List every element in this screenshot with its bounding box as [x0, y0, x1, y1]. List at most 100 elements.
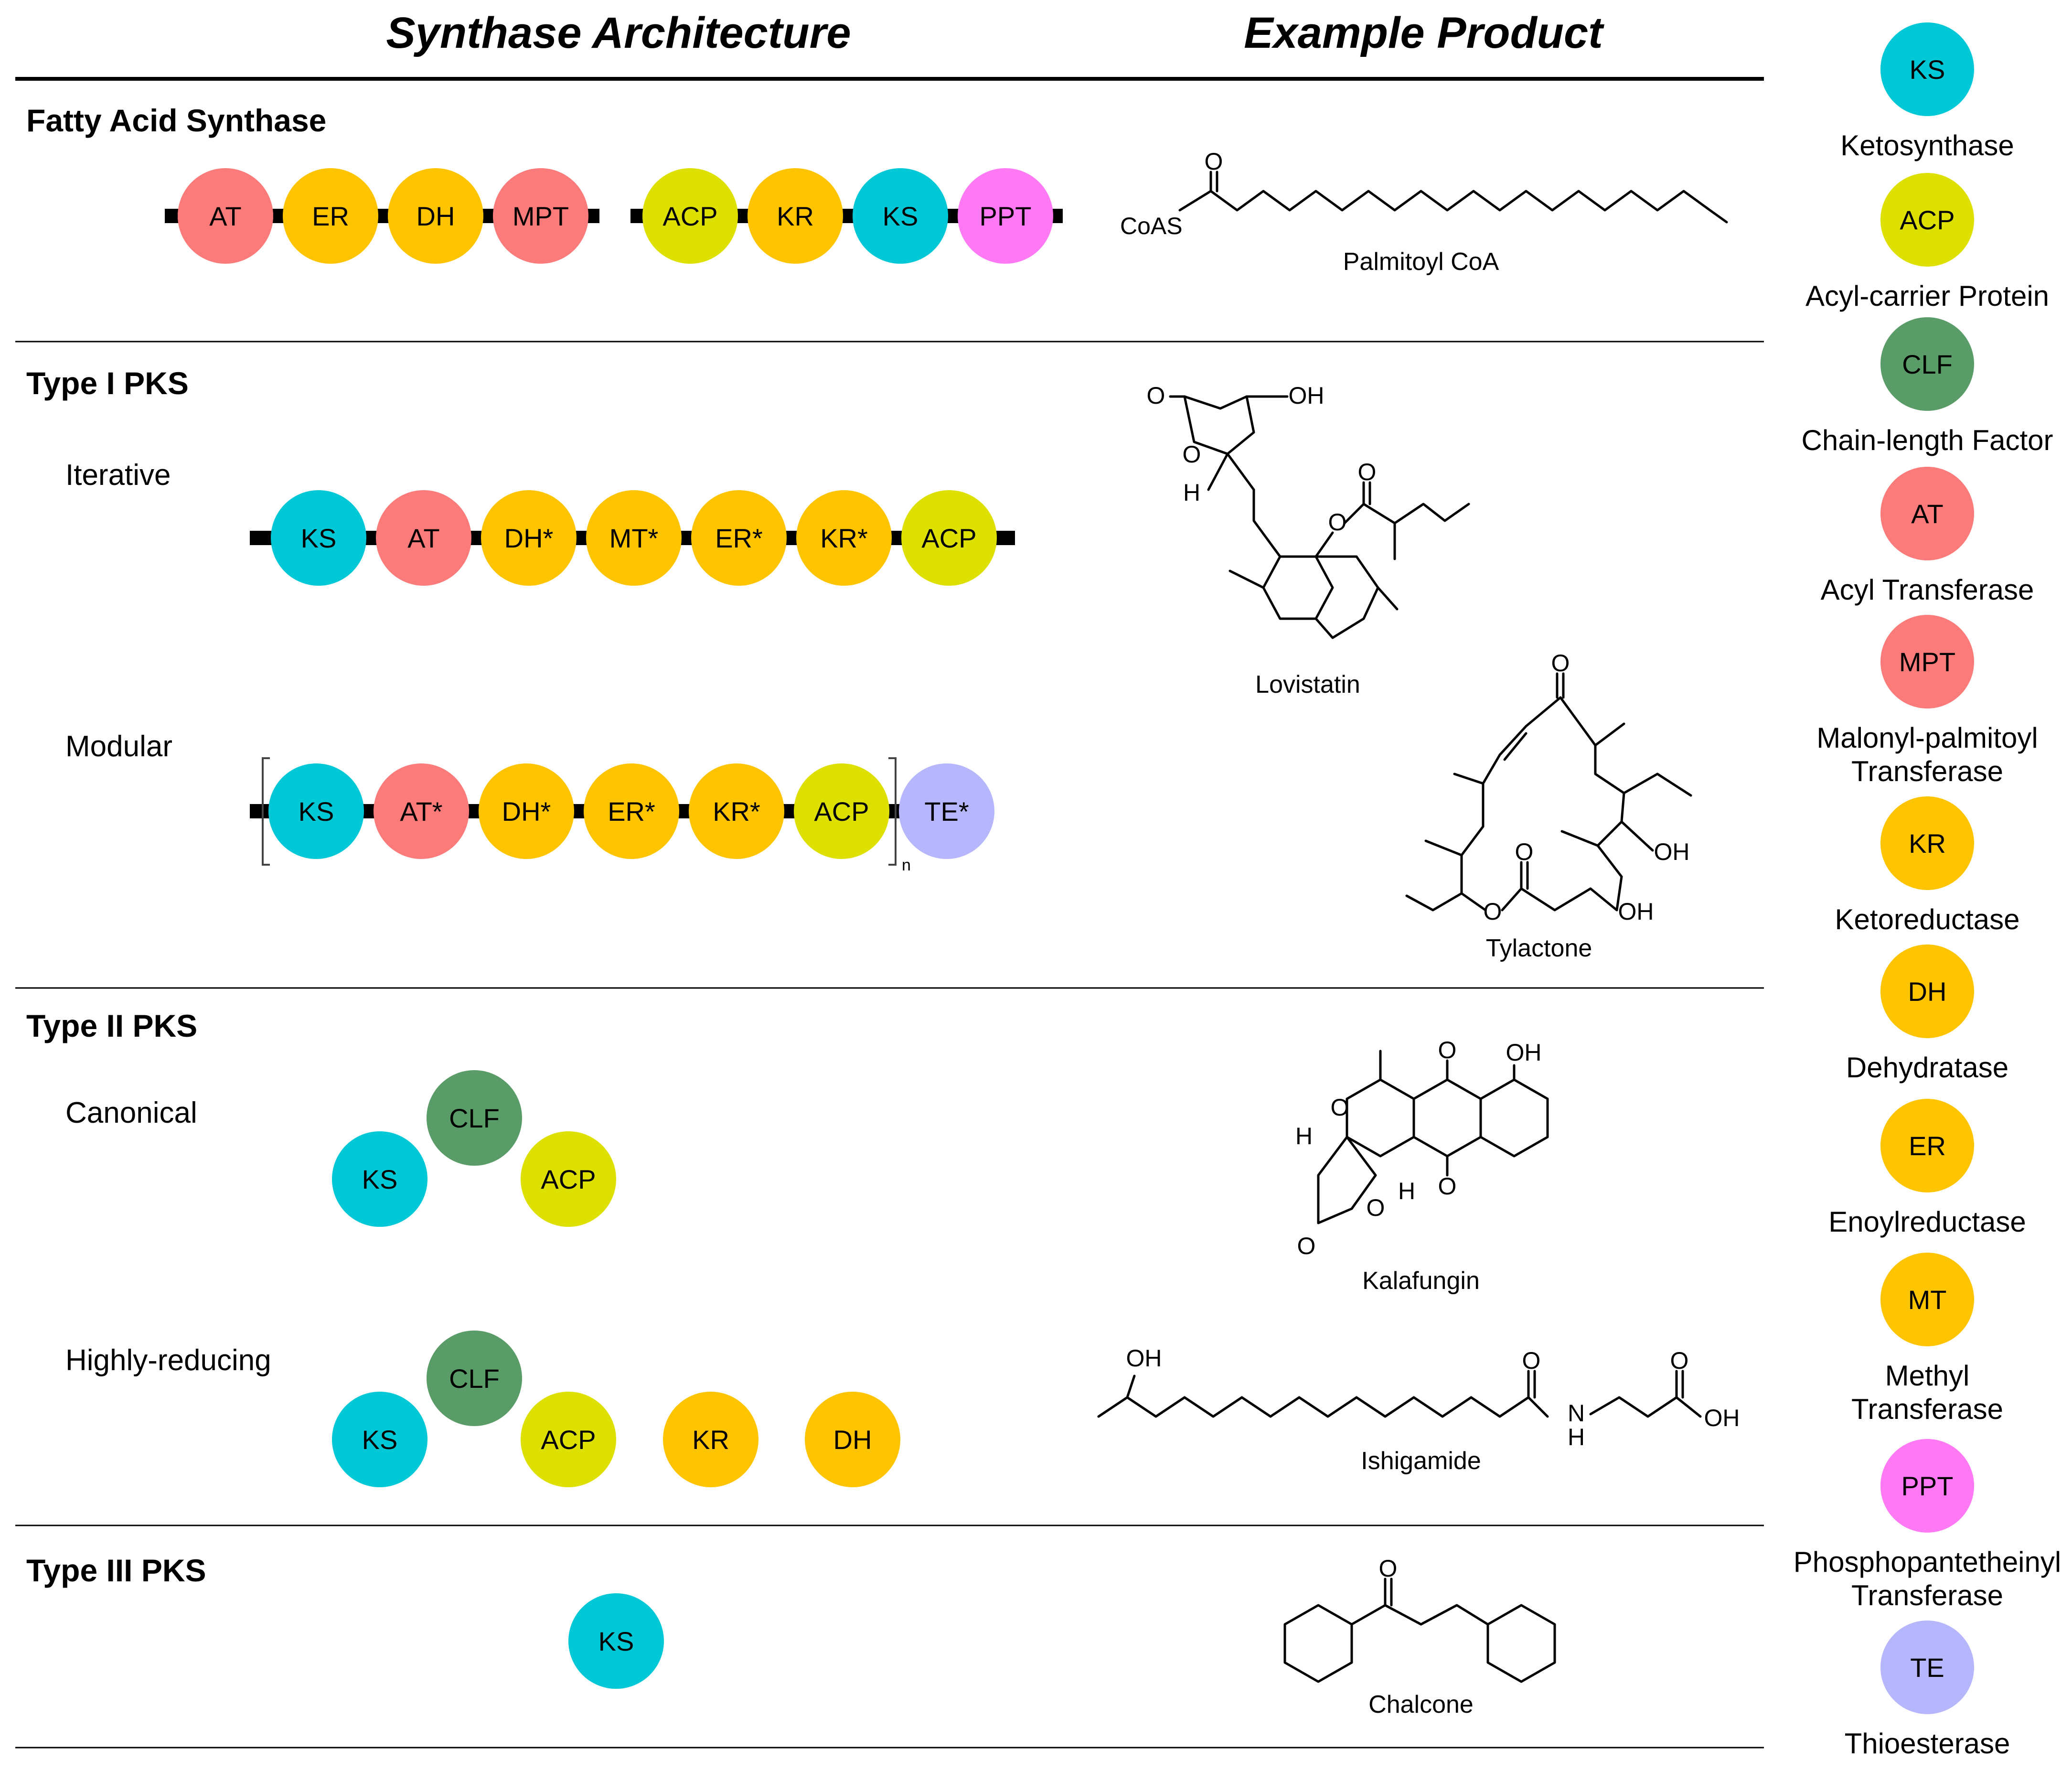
domain-circle [1880, 615, 1974, 708]
domain-circle [521, 1392, 616, 1487]
domain-kr-star: KR* [796, 490, 892, 586]
atom-oh: OH [1618, 898, 1654, 925]
product-kalafungin: Kalafungin [1362, 1267, 1480, 1295]
domain-circle [271, 490, 366, 586]
atom-o: O [1205, 148, 1223, 175]
domain-circle [1880, 1621, 1974, 1714]
domain-label: KR [692, 1425, 729, 1455]
atom-o: O [1522, 1347, 1541, 1374]
domain-acp: ACP [521, 1131, 616, 1227]
domain-mpt: MPT [493, 168, 588, 264]
atom-o: O [1328, 509, 1347, 536]
atom-o: O [1183, 441, 1201, 468]
domain-label: ACP [541, 1164, 596, 1194]
domain-label: KS [1910, 54, 1945, 85]
legend-name-mt: Transferase [1851, 1393, 2003, 1425]
domain-circle [901, 490, 997, 586]
atom-o: O [1147, 382, 1165, 409]
title-type2: Type II PKS [26, 1008, 197, 1043]
legend-name-dh: Dehydratase [1846, 1052, 2008, 1084]
atom-h: H [1183, 479, 1200, 506]
domain-circle [899, 763, 994, 859]
domain-label: ER* [608, 796, 655, 826]
structure-tylactone: O O O OH OH [1405, 650, 1692, 925]
legend-name-ppt: Phosphopantetheinyl [1794, 1546, 2061, 1578]
domain-ks: KS [271, 490, 366, 586]
structure-chalcone: O [1283, 1555, 1556, 1683]
legend-name-clf: Chain-length Factor [1802, 424, 2053, 456]
modular-bracket-left [262, 757, 270, 866]
domain-er: ER [283, 168, 378, 264]
domain-mt: MT [1880, 1253, 1974, 1346]
domain-dh: DH [388, 168, 483, 264]
structure-kalafungin: O O OH O H H O O [1295, 1037, 1549, 1259]
domain-label: KR* [713, 796, 760, 826]
legend-name-te: Thioesterase [1845, 1728, 2010, 1760]
title-fas: Fatty Acid Synthase [26, 103, 326, 138]
domain-acp: ACP [521, 1392, 616, 1487]
atom-o: O [1367, 1194, 1385, 1221]
domain-label: KS [299, 796, 334, 826]
domain-label: KS [301, 523, 337, 553]
domain-circle [1880, 173, 1974, 267]
domain-circle [374, 763, 469, 859]
domain-circle [427, 1331, 522, 1426]
structure-ishigamide: OH O N H O OH [1097, 1345, 1740, 1450]
domain-dh-star: DH* [481, 490, 577, 586]
domain-dh: DH [1880, 945, 1974, 1038]
domain-er: ER [1880, 1099, 1974, 1192]
domain-mt-star: MT* [586, 490, 682, 586]
atom-coas: CoAS [1120, 213, 1183, 239]
domain-circle [1880, 1099, 1974, 1192]
domain-label: AT [407, 523, 439, 553]
domain-acp: ACP [794, 763, 889, 859]
domain-circle [481, 490, 577, 586]
domain-ppt: PPT [1880, 1439, 1974, 1533]
domain-circle [796, 490, 892, 586]
legend-name-ppt: Transferase [1851, 1579, 2003, 1611]
domain-label: CLF [449, 1363, 500, 1394]
domain-ks: KS [853, 168, 948, 264]
domain-label: ACP [814, 796, 869, 826]
domain-label: AT [209, 201, 241, 231]
domain-label: MT [1908, 1285, 1947, 1315]
domain-circle [689, 763, 784, 859]
domain-circle [1880, 1439, 1974, 1533]
domain-ks: KS [268, 763, 364, 859]
domain-label: MPT [513, 201, 569, 231]
domain-label: AT* [400, 796, 442, 826]
legend-name-er: Enoylreductase [1828, 1206, 2026, 1238]
legend-name-kr: Ketoreductase [1835, 903, 2020, 935]
atom-oh: OH [1654, 838, 1690, 865]
domain-circle [1880, 1253, 1974, 1346]
product-palmitoyl-coa: Palmitoyl CoA [1343, 248, 1499, 276]
domain-circle [568, 1593, 664, 1689]
domain-kr: KR [748, 168, 843, 264]
domain-label: KS [362, 1164, 398, 1194]
domain-label: KR [777, 201, 814, 231]
domain-dh-star: DH* [479, 763, 574, 859]
atom-o: O [1358, 459, 1377, 485]
domain-ppt: PPT [958, 168, 1053, 264]
domain-circle [332, 1392, 427, 1487]
atom-o: O [1438, 1037, 1457, 1063]
label-highly-reducing: Highly-reducing [65, 1344, 271, 1377]
title-type3: Type III PKS [26, 1553, 206, 1588]
domain-circle [427, 1070, 522, 1166]
domain-label: PPT [1901, 1471, 1954, 1501]
title-type1: Type I PKS [26, 365, 189, 401]
domain-circle [1880, 796, 1974, 890]
domain-label: TE* [924, 796, 969, 826]
domain-circle [1880, 317, 1974, 411]
atom-nh-h: H [1568, 1424, 1585, 1450]
domain-circle [388, 168, 483, 264]
atom-oh: OH [1506, 1039, 1542, 1066]
domain-circle [283, 168, 378, 264]
atom-n: N [1568, 1400, 1585, 1427]
structure-lovistatin: O OH O H O O [1147, 382, 1470, 639]
product-chalcone: Chalcone [1368, 1691, 1474, 1718]
domain-circle [642, 168, 738, 264]
